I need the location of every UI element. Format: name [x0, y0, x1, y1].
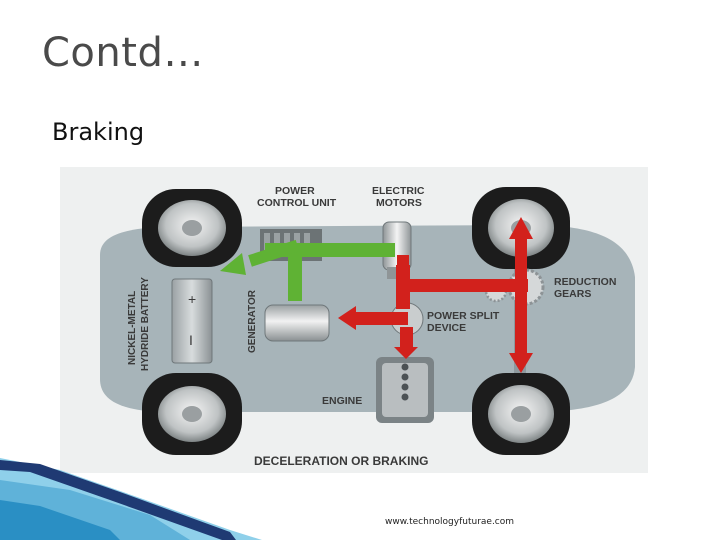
green-energy-flow [220, 239, 395, 301]
label-power-split-2: DEVICE [427, 322, 466, 334]
label-battery-1: NICKEL-METAL [127, 291, 138, 365]
generator [264, 304, 330, 342]
tire-rear-left [142, 373, 242, 455]
slide-subtitle: Braking [52, 118, 145, 146]
label-battery-2: HYDRIDE BATTERY [140, 277, 151, 371]
decorative-swoosh [0, 458, 262, 540]
tire-front-left [142, 189, 242, 267]
label-electric-motors-2: MOTORS [376, 197, 422, 209]
label-reduction-gears-2: GEARS [554, 288, 591, 300]
label-reduction-gears-1: REDUCTION [554, 276, 616, 288]
diagram-caption: DECELERATION OR BRAKING [254, 454, 428, 468]
label-electric-motors-1: ELECTRIC [372, 185, 425, 197]
source-credit: www.technologyfuturae.com [385, 517, 515, 527]
label-power-split-1: POWER SPLIT [427, 310, 500, 322]
engine [376, 357, 434, 423]
battery: + I [171, 278, 213, 364]
battery-plus-label: + [188, 291, 196, 307]
tire-rear-right [472, 373, 570, 455]
label-engine: ENGINE [322, 395, 362, 407]
battery-minus-label: I [189, 332, 193, 348]
label-generator: GENERATOR [247, 289, 258, 353]
label-power-control-unit-2: CONTROL UNIT [257, 197, 337, 209]
slide-title: Contd… [42, 30, 204, 76]
label-power-control-unit-1: POWER [275, 185, 315, 197]
red-energy-flow [338, 217, 533, 373]
hybrid-braking-diagram: + I [60, 167, 648, 473]
